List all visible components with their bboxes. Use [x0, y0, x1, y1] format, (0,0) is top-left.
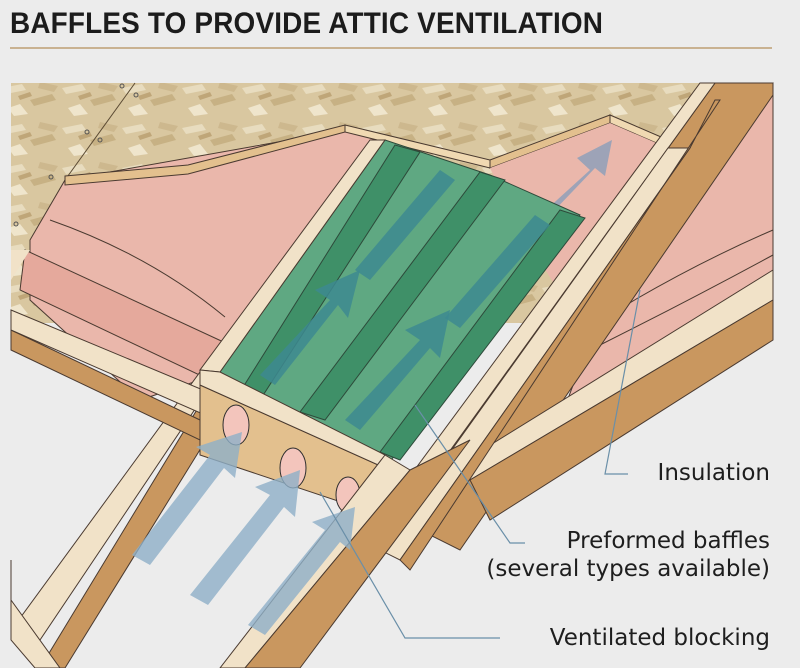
preformed-baffle — [219, 139, 586, 469]
callout-baffles-line1: Preformed baffles — [566, 528, 770, 554]
callout-leader-lines — [319, 289, 641, 639]
ventilated-blocking — [199, 369, 386, 514]
callout-insulation: Insulation — [657, 460, 770, 486]
airflow-arrows-lower — [132, 432, 355, 635]
callout-preformed-baffles: Preformed baffles (several types availab… — [486, 527, 770, 583]
title-divider — [10, 47, 772, 49]
diagram-title: BAFFLES TO PROVIDE ATTIC VENTILATION — [10, 7, 604, 40]
airflow-arrow — [535, 140, 612, 220]
rafter-left — [10, 139, 386, 668]
callout-ventilated-blocking: Ventilated blocking — [549, 625, 770, 651]
rafters-right — [379, 82, 774, 571]
callout-baffles-line2: (several types available) — [486, 556, 770, 582]
top-plate-blocking — [64, 114, 669, 186]
